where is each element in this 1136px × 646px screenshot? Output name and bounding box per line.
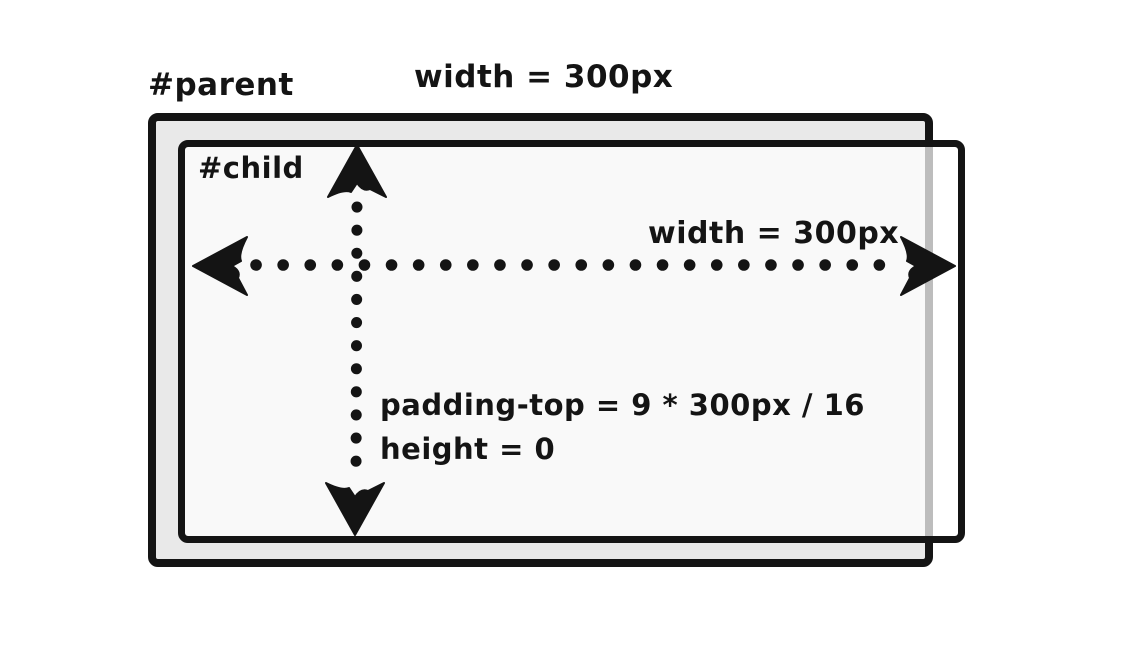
padding-top-label: padding-top = 9 * 300px / 16 bbox=[380, 388, 865, 422]
child-label: #child bbox=[198, 151, 304, 185]
height-label: height = 0 bbox=[380, 432, 556, 466]
parent-width-label: width = 300px bbox=[414, 59, 674, 95]
parent-label: #parent bbox=[148, 67, 294, 103]
child-box bbox=[178, 140, 965, 543]
child-width-label: width = 300px bbox=[648, 216, 900, 251]
